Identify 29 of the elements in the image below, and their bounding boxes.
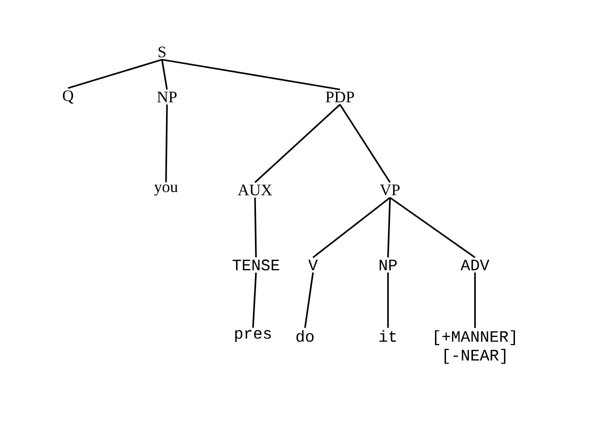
tree-branch (254, 104, 341, 183)
tree-label: VP (380, 184, 400, 196)
tree-label: ADV (460, 260, 490, 270)
tree-branch (162, 58, 340, 90)
tree-label: AUX (238, 184, 272, 196)
tree-branch (387, 198, 391, 258)
tree-branch (68, 58, 162, 89)
tree-branch (161, 60, 168, 90)
tree-label: do (296, 330, 314, 342)
tree-branch (387, 272, 389, 328)
tree-label: Q (62, 90, 74, 104)
tree-label: PDP (326, 92, 354, 102)
tree-branch (390, 196, 476, 258)
tree-label: V (308, 260, 318, 270)
tree-label: it (380, 330, 396, 342)
tree-branch (165, 104, 168, 182)
tree-label: S (158, 46, 166, 58)
tree-branch (304, 272, 314, 328)
tree-label: pres (235, 330, 271, 342)
tree-branch (254, 198, 257, 258)
tree-label: NP (157, 92, 177, 102)
tree-label: NP (380, 260, 397, 270)
tree-branch (474, 272, 476, 328)
tree-branch (252, 272, 257, 328)
tree-branch (339, 104, 391, 183)
tree-label: [+MANNER] [-NEAR] (435, 330, 515, 364)
tree-branch (312, 196, 390, 258)
tree-label: you (154, 184, 178, 196)
tree-label: TENSE (232, 260, 280, 270)
